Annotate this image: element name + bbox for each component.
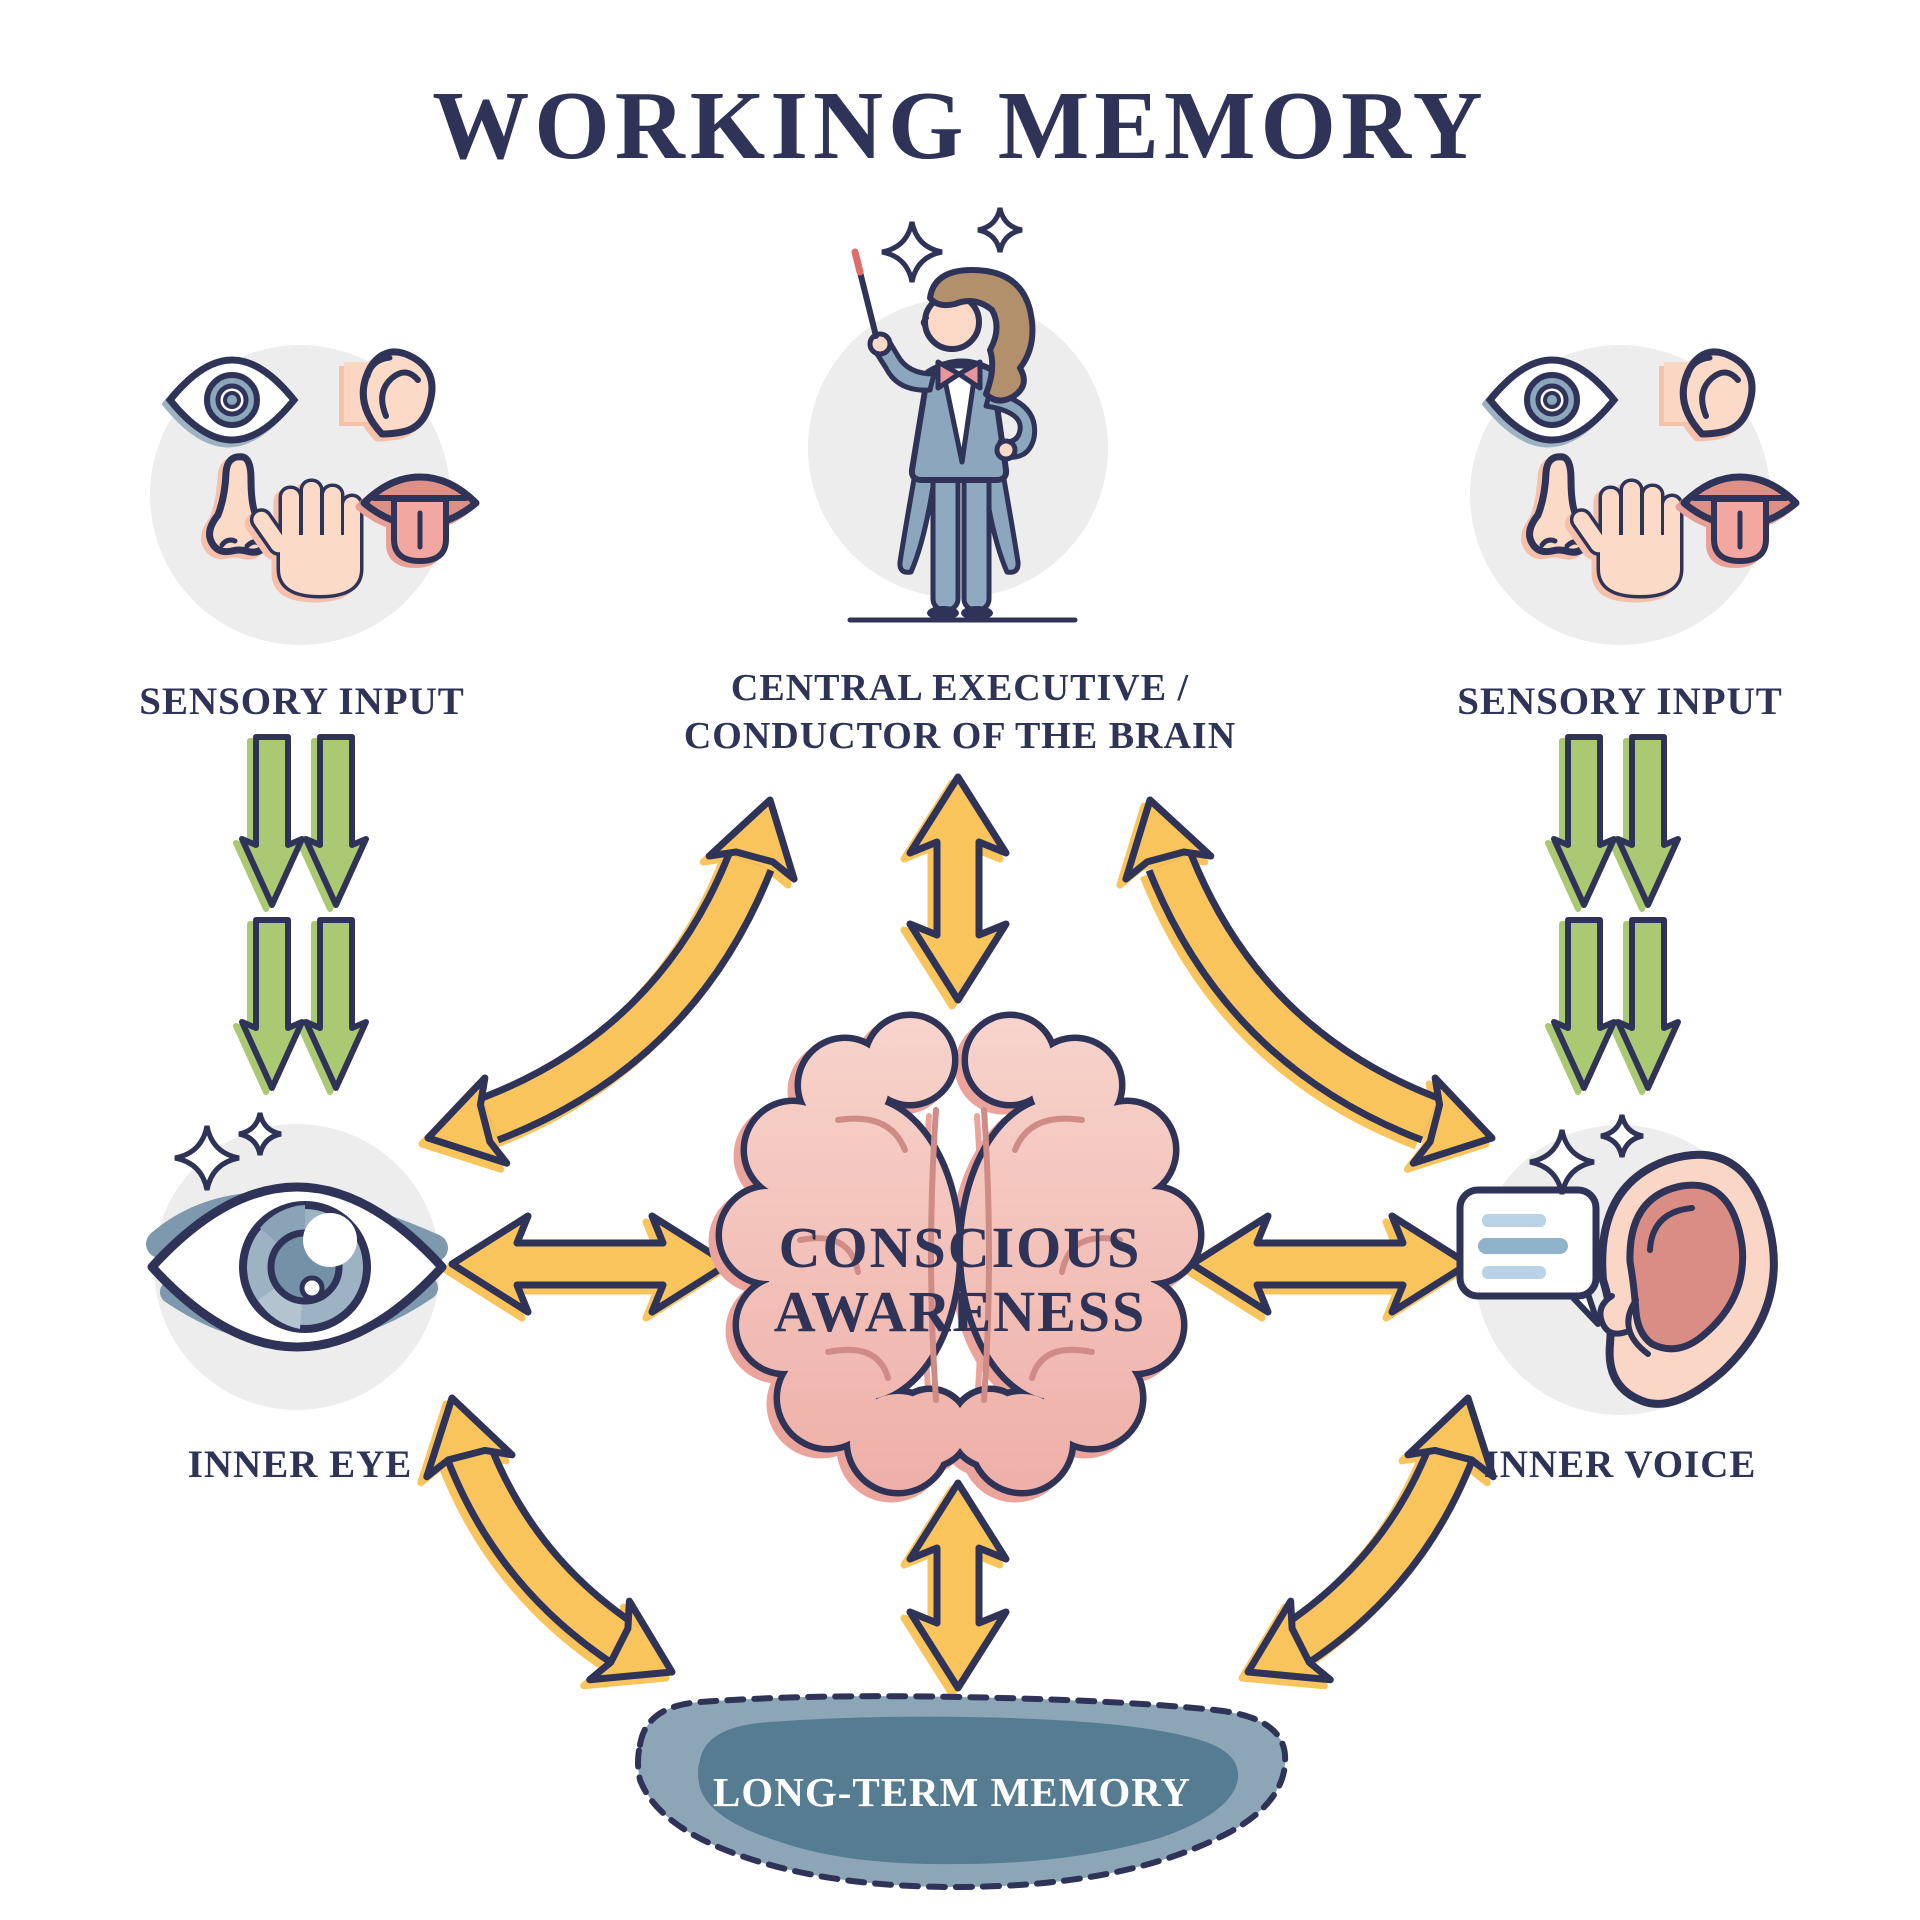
sparkle-icon (978, 208, 1022, 252)
conscious-awareness-label-line1: CONSCIOUS (779, 1215, 1142, 1280)
baton-icon (857, 269, 879, 339)
arrow-eye-to-memory-curved (409, 1387, 691, 1711)
arrow-central-to-voice-curved (1108, 788, 1503, 1180)
green-arrows-right (1554, 737, 1678, 1088)
green-arrows-left (242, 737, 366, 1088)
big-ear-with-speech-bubble-icon (1456, 1150, 1778, 1408)
inner-eye: INNER EYE (146, 1113, 448, 1486)
inner-voice: INNER VOICE (1456, 1115, 1778, 1486)
sensory-input-right: SENSORY INPUT (1457, 345, 1796, 723)
long-term-memory: LONG-TERM MEMORY (635, 1693, 1289, 1890)
central-executive-label-line1: CENTRAL EXECUTIVE / (731, 667, 1189, 709)
sensory-input-right-label: SENSORY INPUT (1457, 680, 1783, 723)
arrow-central-to-brain (906, 773, 1010, 1004)
arrow-voice-to-brain (1188, 1212, 1472, 1316)
central-executive-label-line2: CONDUCTOR OF THE BRAIN (684, 715, 1236, 757)
bean-inner-shape (698, 1716, 1239, 1865)
arrow-voice-to-memory-curved (1228, 1387, 1510, 1711)
inner-eye-label: INNER EYE (188, 1443, 413, 1486)
speech-bubble-icon (1456, 1186, 1601, 1327)
sparkle-icon (882, 222, 942, 282)
conductor-figure-icon (851, 248, 1038, 620)
sensory-input-left-label: SENSORY INPUT (139, 680, 465, 723)
brain-icon (715, 1011, 1205, 1497)
conscious-awareness: CONSCIOUS AWARENESS (715, 1011, 1205, 1497)
inner-voice-label: INNER VOICE (1484, 1443, 1757, 1486)
page-title: WORKING MEMORY (432, 72, 1487, 179)
long-term-memory-label: LONG-TERM MEMORY (713, 1769, 1191, 1815)
conscious-awareness-label-line2: AWARENESS (774, 1279, 1147, 1344)
arrow-eye-to-brain (448, 1212, 732, 1316)
central-executive: CENTRAL EXECUTIVE / CONDUCTOR OF THE BRA… (684, 208, 1236, 757)
big-eye-icon (146, 1182, 448, 1352)
sensory-input-left: SENSORY INPUT (139, 345, 476, 723)
arrow-central-to-eye-curved (417, 788, 812, 1180)
arrow-brain-to-memory (906, 1479, 1010, 1692)
